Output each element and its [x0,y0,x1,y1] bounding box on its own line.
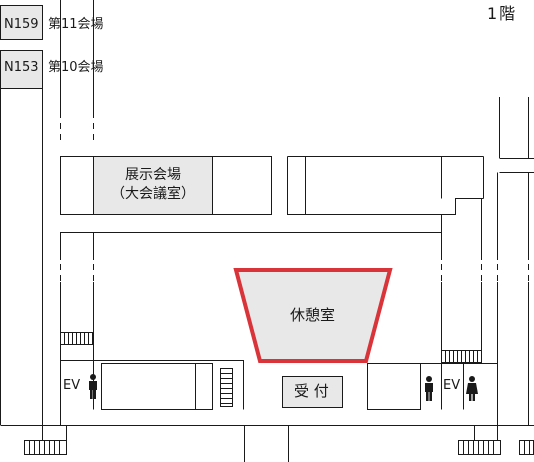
exhibition-room-box[interactable] [93,156,213,215]
woman-restroom-icon [466,376,478,401]
stairs-left [60,332,93,345]
man-restroom-icon [425,376,433,401]
stairs-right [441,350,482,363]
elevator-right-label: EV [443,378,461,393]
lounge-room-shape[interactable] [233,268,393,363]
lower-section-top-walls [60,172,529,260]
exhibition-room-subname: （大会議室） [111,186,195,202]
middle-right-block [287,156,534,215]
room-n159-name: 第11会場 [48,17,104,32]
room-n153-name: 第10会場 [48,60,104,75]
elevator-left-label: EV [63,378,81,393]
exhibition-room-name: 展示会場 [125,167,181,183]
floor-label: 1階 [487,4,518,23]
room-n153-box[interactable] [0,50,43,89]
man-restroom-icon [89,374,97,399]
break-marks [0,112,529,282]
room-n159-code: N159 [4,17,39,32]
entrance-steps [24,425,534,462]
room-n153-code: N153 [4,60,39,75]
right-corridor-walls [499,97,529,158]
room-n159-box[interactable] [0,5,43,40]
lounge-room-label: 休憩室 [290,306,336,324]
reception-box[interactable] [282,376,343,408]
reception-label: 受 付 [294,382,329,400]
stairs-center [220,368,233,407]
exhibition-room-label: 展示会場 （大会議室） [93,168,213,201]
lower-section-walls [0,282,534,426]
